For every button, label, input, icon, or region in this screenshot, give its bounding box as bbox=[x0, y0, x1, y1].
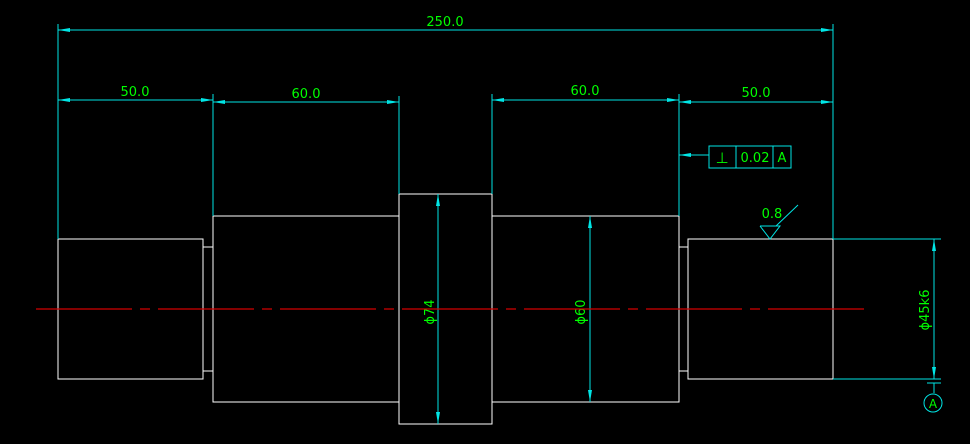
surface-roughness-symbol: 0.8 bbox=[759, 204, 799, 240]
left-step-length-label: 60.0 bbox=[292, 87, 321, 102]
roughness-value: 0.8 bbox=[762, 207, 783, 222]
right-end-arrow-left bbox=[679, 100, 691, 104]
extension-lines bbox=[57, 24, 941, 380]
journal-diameter-label: ϕ45k6 bbox=[918, 290, 933, 331]
right-end-length-label: 50.0 bbox=[742, 86, 771, 101]
right-step-arrow-right bbox=[667, 98, 679, 102]
perpendicularity-icon: ⊥ bbox=[715, 149, 728, 167]
left-end-arrow-left bbox=[58, 98, 70, 102]
datum-circle bbox=[923, 393, 943, 413]
right-end-arrow-right bbox=[821, 100, 833, 104]
datum-letter: A bbox=[929, 397, 938, 411]
tolerance-value: 0.02 bbox=[741, 151, 770, 166]
overall-length-label: 250.0 bbox=[426, 15, 463, 30]
right-step-length-label: 60.0 bbox=[571, 84, 600, 99]
perpendicularity-tolerance-frame: ⊥ 0.02 A bbox=[679, 145, 792, 169]
tolerance-datum: A bbox=[778, 151, 787, 166]
right-step-arrow-left bbox=[492, 98, 504, 102]
step-diameter-label: ϕ60 bbox=[574, 299, 589, 324]
horizontal-dimensions: 250.0 50.0 60.0 60.0 50.0 bbox=[58, 15, 833, 104]
left-end-length-label: 50.0 bbox=[121, 85, 150, 100]
overall-length-arrow-left bbox=[58, 28, 70, 32]
left-step-arrow-left bbox=[213, 100, 225, 104]
roughness-check-icon bbox=[759, 225, 782, 240]
overall-length-arrow-right bbox=[821, 28, 833, 32]
left-end-arrow-right bbox=[201, 98, 213, 102]
datum-symbol: A bbox=[923, 382, 943, 413]
collar-diameter-label: ϕ74 bbox=[423, 299, 438, 324]
tolerance-leader-arrow bbox=[679, 153, 691, 157]
left-step-arrow-right bbox=[387, 100, 399, 104]
